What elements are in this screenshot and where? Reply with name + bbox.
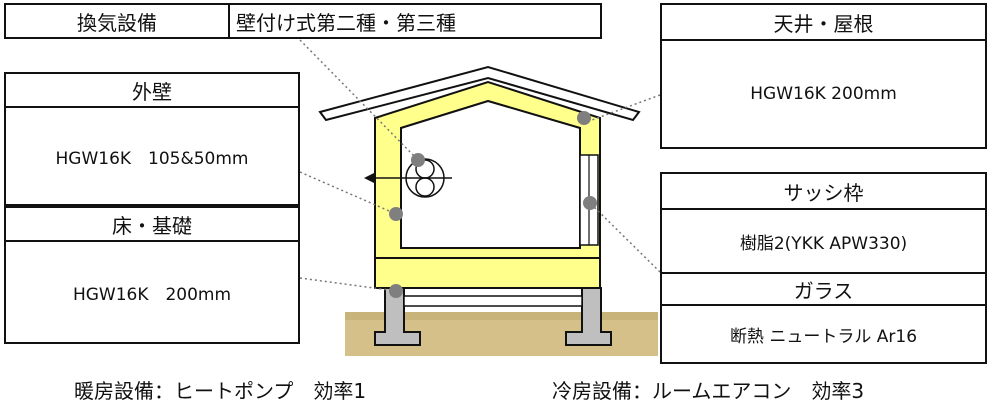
marker-ventilation <box>411 153 425 167</box>
ceiling-roof-table: 天井・屋根 HGW16K 200mm <box>660 3 987 149</box>
marker-floor <box>389 284 403 298</box>
glass-label: ガラス <box>793 278 854 303</box>
marker-sash <box>583 196 597 210</box>
floor-foundation-label: 床・基礎 <box>112 213 192 238</box>
ventilation-table: 換気設備 壁付け式第二種・第三種 <box>4 3 602 39</box>
ventilation-fan-icon <box>364 158 452 198</box>
sash-frame-value: 樹脂2(YKK APW330) <box>739 233 908 254</box>
glass-value: 断熱 ニュートラル Ar16 <box>729 326 918 347</box>
marker-outer-wall <box>389 207 403 221</box>
ventilation-label: 換気設備 <box>77 10 157 35</box>
sash-glass-table: サッシ枠 樹脂2(YKK APW330) ガラス 断熱 ニュートラル Ar16 <box>660 172 987 364</box>
ceiling-roof-label: 天井・屋根 <box>773 11 874 36</box>
floor-foundation-value: HGW16K 200mm <box>72 284 232 305</box>
heating-caption: 暖房設備：ヒートポンプ 効率1 <box>74 379 367 403</box>
outer-wall-label: 外壁 <box>132 79 172 104</box>
floor-foundation-table: 床・基礎 HGW16K 200mm <box>4 206 300 344</box>
foundation-right <box>565 287 612 346</box>
ceiling-roof-value: HGW16K 200mm <box>750 84 897 104</box>
outer-wall-value: HGW16K 105&50mm <box>55 148 249 169</box>
outer-wall-table: 外壁 HGW16K 105&50mm <box>4 72 300 206</box>
marker-ceiling <box>577 111 591 125</box>
cooling-caption: 冷房設備：ルームエアコン 効率3 <box>552 379 865 403</box>
ventilation-value: 壁付け式第二種・第三種 <box>236 10 456 35</box>
roof <box>318 65 641 122</box>
sash-frame-label: サッシ枠 <box>783 180 864 205</box>
